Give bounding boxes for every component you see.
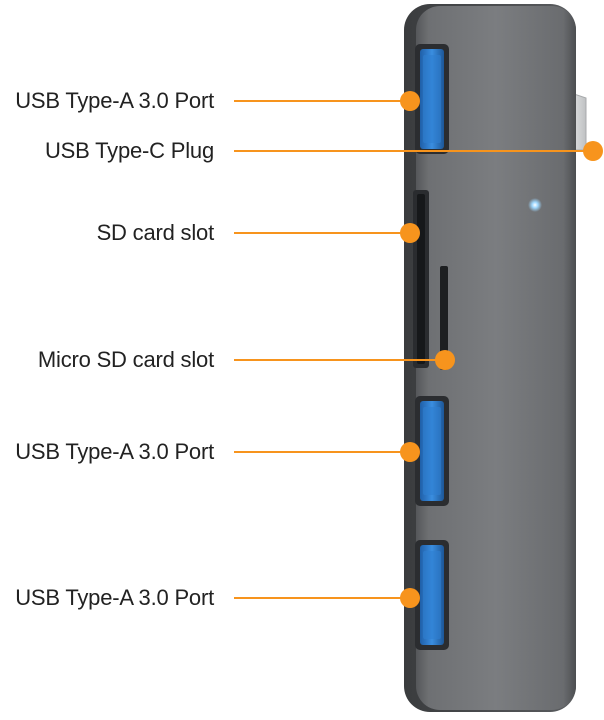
status-led xyxy=(528,198,542,212)
callout-usb-c-plug xyxy=(234,141,603,161)
callout-usb-a-port-1 xyxy=(234,91,420,111)
callout-dot xyxy=(400,223,420,243)
usb-a-port-1 xyxy=(415,44,449,154)
label-usb-a-port-1: USB Type-A 3.0 Port xyxy=(15,88,214,113)
sd-card-slot xyxy=(413,190,429,368)
callout-dot xyxy=(400,91,420,111)
callout-dot xyxy=(435,350,455,370)
usb-a-port-3 xyxy=(415,540,449,650)
callout-usb-a-port-2 xyxy=(234,442,420,462)
label-micro-sd-card-slot: Micro SD card slot xyxy=(37,347,214,372)
hub-body xyxy=(404,4,576,712)
callout-dot xyxy=(583,141,603,161)
label-usb-a-port-2: USB Type-A 3.0 Port xyxy=(15,439,214,464)
label-sd-card-slot: SD card slot xyxy=(96,220,215,245)
callout-dot xyxy=(400,442,420,462)
callout-micro-sd-card-slot xyxy=(234,350,455,370)
micro-sd-card-slot xyxy=(440,266,448,370)
callout-sd-card-slot xyxy=(234,223,420,243)
label-usb-a-port-3: USB Type-A 3.0 Port xyxy=(15,585,214,610)
usb-a-port-2 xyxy=(415,396,449,506)
callout-usb-a-port-3 xyxy=(234,588,420,608)
label-usb-c-plug: USB Type-C Plug xyxy=(44,138,214,163)
callout-dot xyxy=(400,588,420,608)
